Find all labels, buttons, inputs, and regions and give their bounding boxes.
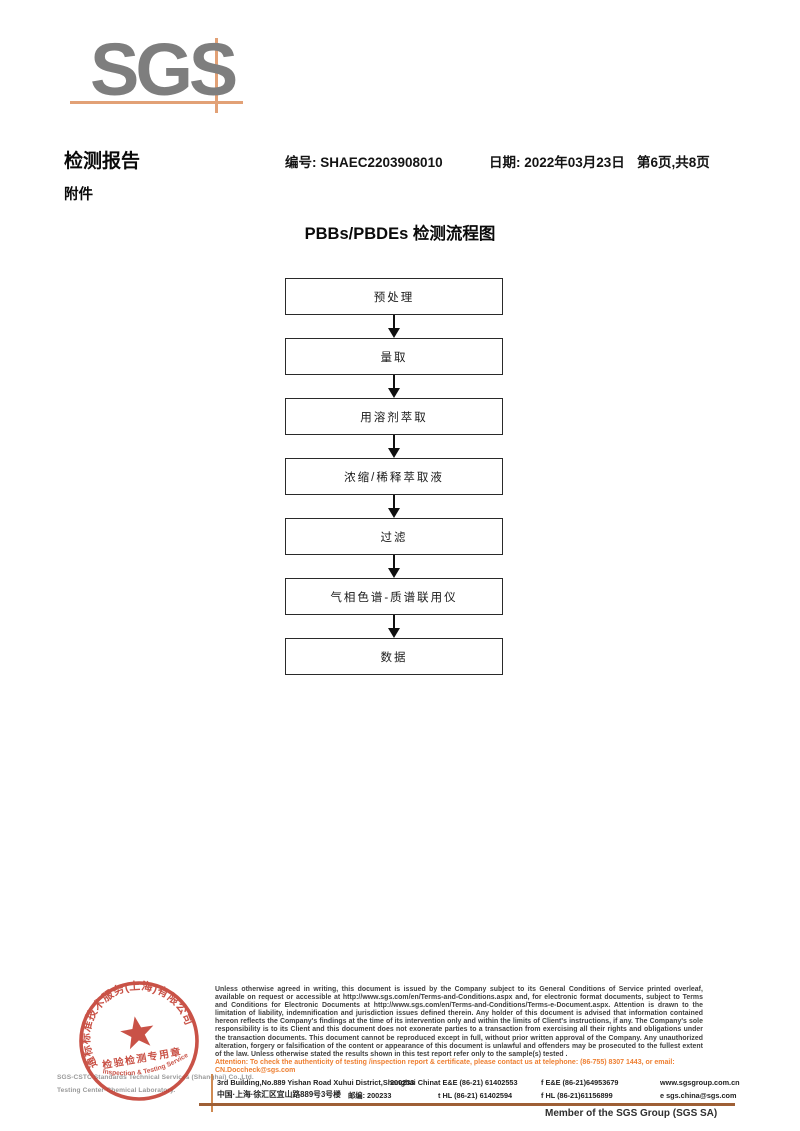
arrow-down-icon (285, 315, 503, 338)
disclaimer-text: Unless otherwise agreed in writing, this… (215, 986, 703, 1058)
attachment-label: 附件 (64, 187, 93, 203)
flow-step-filter: 过滤 (285, 518, 503, 555)
attention-text: Attention: To check the authenticity of … (215, 1058, 675, 1075)
report-title: 检测报告 (64, 151, 141, 172)
report-date: 日期: 2022年03月23日 (489, 155, 625, 170)
flow-step-pretreatment: 预处理 (285, 278, 503, 315)
footer-vertical-divider (211, 1074, 213, 1112)
flow-step-concentrate-dilute: 浓缩/稀释萃取液 (285, 458, 503, 495)
page-indicator: 第6页,共8页 (637, 155, 710, 170)
flow-step-solvent-extraction: 用溶剂萃取 (285, 398, 503, 435)
arrow-down-icon (285, 495, 503, 518)
tel-ee: t E&E (86-21) 61402553 (438, 1078, 518, 1087)
stamp-circle (79, 981, 199, 1101)
report-number: 编号: SHAEC2203908010 (285, 155, 443, 170)
sgs-logo: SGS (90, 28, 238, 111)
arrow-down-icon (285, 375, 503, 398)
logo-vertical-line (215, 38, 218, 113)
fax-hl: f HL (86-21)61156899 (541, 1091, 613, 1100)
postal-code-cn: 邮编: 200233 (348, 1091, 392, 1100)
inspection-stamp: 通标标准技术服务(上海)有限公司 检验检测专用章 Inspection & Te… (64, 973, 201, 1101)
arrow-down-icon (285, 555, 503, 578)
postal-code-en: 200233 (390, 1078, 415, 1087)
flowchart: 预处理 量取 用溶剂萃取 浓缩/稀释萃取液 过滤 气相色谱-质谱联用仪 数据 (285, 278, 503, 675)
company-name-line: SGS-CSTC Standards Technical Services (S… (57, 1074, 254, 1081)
arrow-down-icon (285, 435, 503, 458)
address-cn: 中国·上海·徐汇区宜山路889号3号楼 (217, 1090, 341, 1099)
flowchart-title: PBBs/PBDEs 检测流程图 (304, 225, 496, 243)
fax-ee: f E&E (86-21)64953679 (541, 1078, 619, 1087)
legal-block: Unless otherwise agreed in writing, this… (215, 986, 703, 1075)
flow-step-data: 数据 (285, 638, 503, 675)
star-icon (120, 1016, 154, 1050)
email: e sgs.china@sgs.com (660, 1091, 737, 1100)
logo-horizontal-line (70, 101, 243, 104)
arrow-down-icon (285, 615, 503, 638)
tel-hl: t HL (86-21) 61402594 (438, 1091, 513, 1100)
flow-step-gcms: 气相色谱-质谱联用仪 (285, 578, 503, 615)
flow-step-measure: 量取 (285, 338, 503, 375)
company-lab-line: Testing Center-Chemical Laboratory. (57, 1087, 176, 1094)
website: www.sgsgroup.com.cn (660, 1078, 740, 1087)
member-line: Member of the SGS Group (SGS SA) (545, 1108, 718, 1119)
address-en: 3rd Building,No.889 Yishan Road Xuhui Di… (217, 1078, 438, 1087)
footer-rule-line (199, 1103, 735, 1106)
